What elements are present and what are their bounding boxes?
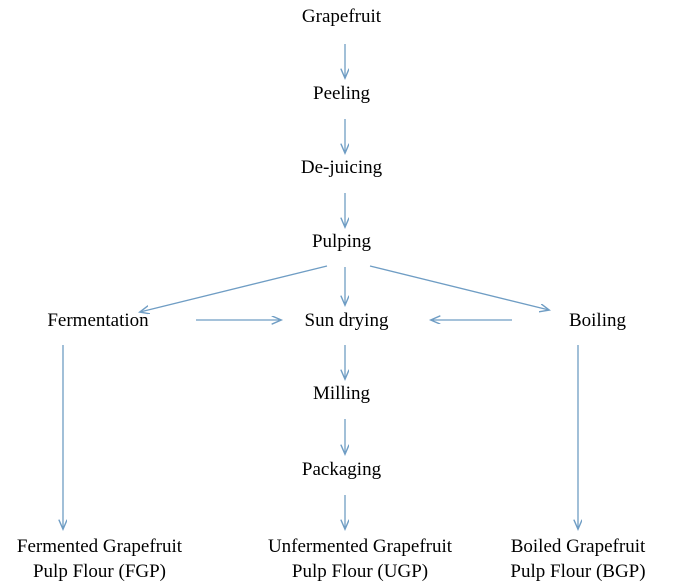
node-grapefruit: Grapefruit bbox=[301, 6, 382, 27]
node-fermentation: Fermentation bbox=[47, 310, 149, 331]
node-packaging: Packaging bbox=[301, 459, 382, 480]
node-unfermented-grapefruit-pulp-flour: Unfermented Grapefruit Pulp Flour (UGP) bbox=[267, 536, 453, 582]
node-milling: Milling bbox=[312, 383, 370, 404]
node-boiling: Boiling bbox=[568, 310, 626, 331]
node-fermented-grapefruit-pulp-flour: Fermented Grapefruit Pulp Flour (FGP) bbox=[16, 536, 183, 582]
arrow-pulping-to-fermentation bbox=[140, 265, 328, 312]
node-boiled-grapefruit-pulp-flour: Boiled Grapefruit Pulp Flour (BGP) bbox=[510, 536, 646, 582]
node-dejuicing: De-juicing bbox=[300, 157, 383, 178]
node-sun-drying: Sun drying bbox=[304, 310, 389, 331]
node-pulping: Pulping bbox=[311, 231, 372, 252]
node-peeling: Peeling bbox=[313, 83, 370, 104]
arrow-pulping-to-boiling bbox=[369, 265, 549, 310]
